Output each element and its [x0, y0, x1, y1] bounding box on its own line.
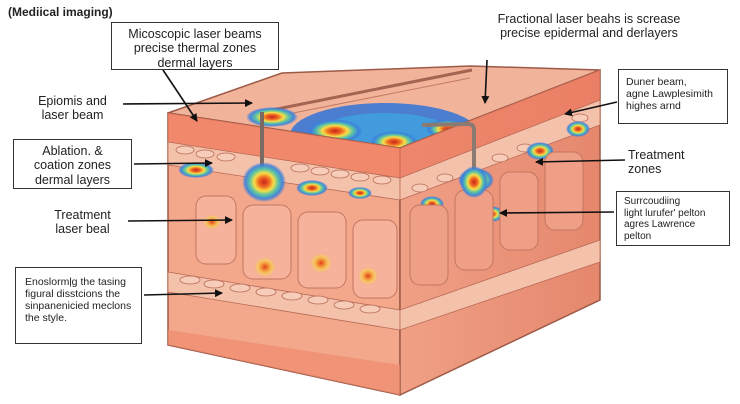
callout-epiomis: Epiomis and laser beam: [38, 94, 107, 123]
arrow-bottom-note: [143, 289, 223, 298]
arrow-surrounding: [499, 208, 615, 217]
callout-treatment-laser: Treatment laser beal: [54, 208, 111, 237]
figure-title: (Mediical imaging): [8, 5, 113, 19]
callout-fractional-beams: Fractional laser beahs is screase precis…: [497, 12, 681, 41]
arrow-microscopic: [162, 69, 198, 122]
callout-ablation-zones: Ablation. & coation zones dermal layers: [13, 139, 132, 189]
arrow-epiomis: [122, 99, 253, 108]
callout-treatment-zones: Treatment zones: [628, 148, 685, 177]
callout-surrounding: Surrcoudiing light lurufer' pelton agres…: [616, 191, 730, 246]
callout-duner-beam: Duner beam, agne Lawplesimith highes arn…: [618, 69, 728, 124]
top-seam: [261, 68, 473, 114]
arrow-ablation: [133, 159, 213, 168]
callout-bottom-note: Enoslormļg the tasing figural disstcion…: [15, 267, 142, 344]
callout-microscopic-beams: Micoscopic laser beams precise thermal z…: [111, 22, 279, 70]
arrow-treatment-left: [127, 216, 233, 225]
arrow-fractional: [481, 59, 490, 104]
laser-probe-right: [421, 121, 476, 178]
arrow-duner: [564, 101, 618, 117]
arrow-treatment-right: [535, 157, 626, 166]
